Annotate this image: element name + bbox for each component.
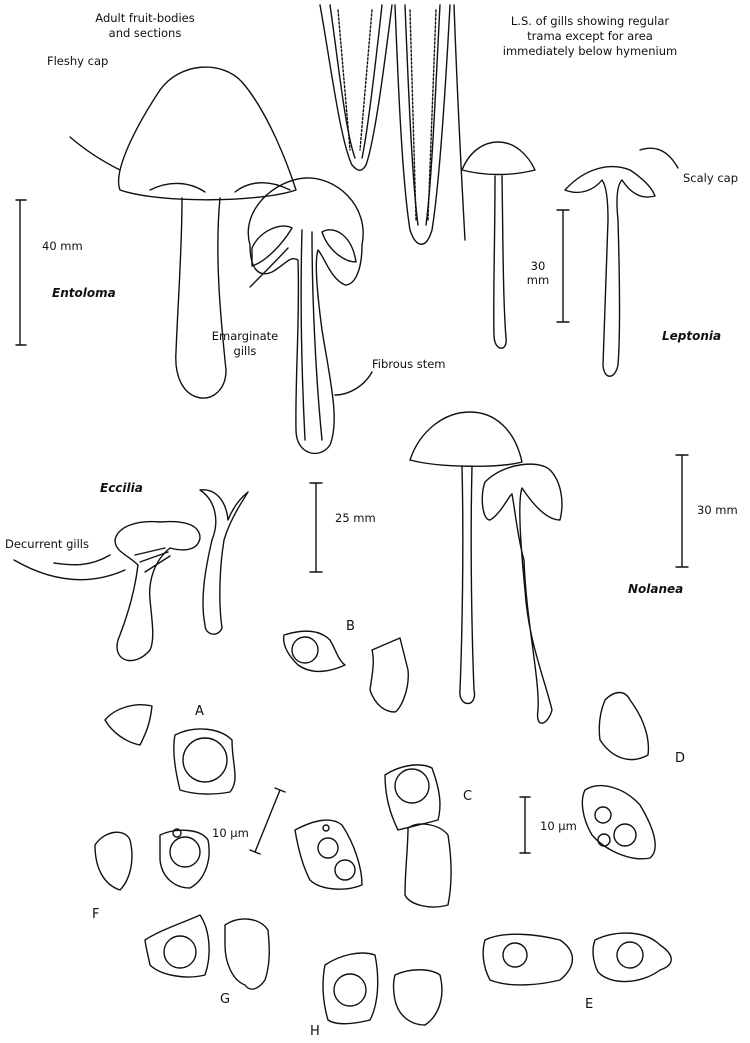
spore-letter-b: B	[346, 619, 355, 634]
ls-label-1: L.S. of gills showing regular	[511, 14, 669, 28]
eccilia-fruit-bodies	[13, 489, 249, 662]
spore-scale-right: 10 μm	[540, 819, 577, 833]
entoloma-fruit-body	[69, 66, 297, 399]
nolanea-fruit-bodies	[409, 411, 563, 724]
spores	[94, 630, 672, 1026]
spore-scale-left: 10 μm	[212, 826, 249, 840]
nolanea-scale-label: 30 mm	[697, 503, 738, 517]
spore-letter-h: H	[310, 1024, 320, 1039]
emarginate-label-2: gills	[234, 344, 257, 358]
entoloma-section	[247, 177, 373, 455]
eccilia-scale-label: 25 mm	[335, 511, 376, 525]
spore-letter-a: A	[195, 704, 204, 719]
leptonia-section	[564, 147, 679, 377]
decurrent-gills-label: Decurrent gills	[5, 537, 89, 551]
entoloma-genus-label: Entoloma	[52, 286, 116, 300]
eccilia-genus-label: Eccilia	[100, 481, 143, 495]
fleshy-cap-label: Fleshy cap	[47, 54, 108, 68]
leptonia-scale-2: mm	[527, 273, 549, 287]
scaly-cap-label: Scaly cap	[683, 171, 738, 185]
spore-letter-e: E	[585, 997, 593, 1012]
scale-bars	[15, 199, 689, 855]
nolanea-genus-label: Nolanea	[628, 582, 683, 596]
spore-letter-f: F	[92, 907, 99, 922]
leptonia-scale-1: 30	[531, 259, 546, 273]
leptonia-genus-label: Leptonia	[662, 329, 721, 343]
ls-label-2: trama except for area	[527, 29, 653, 43]
spore-letter-d: D	[675, 751, 685, 766]
ls-label-3: immediately below hymenium	[503, 44, 677, 58]
fibrous-stem-label: Fibrous stem	[372, 357, 446, 371]
small-mushroom	[461, 141, 536, 349]
entoloma-scale-label: 40 mm	[42, 239, 83, 253]
spore-letter-c: C	[463, 789, 472, 804]
emarginate-label-1: Emarginate	[212, 329, 278, 343]
title-line-2: and sections	[109, 26, 182, 40]
title-line-1: Adult fruit-bodies	[95, 11, 194, 25]
spore-letter-g: G	[220, 992, 230, 1007]
gill-longitudinal-section	[319, 4, 466, 245]
